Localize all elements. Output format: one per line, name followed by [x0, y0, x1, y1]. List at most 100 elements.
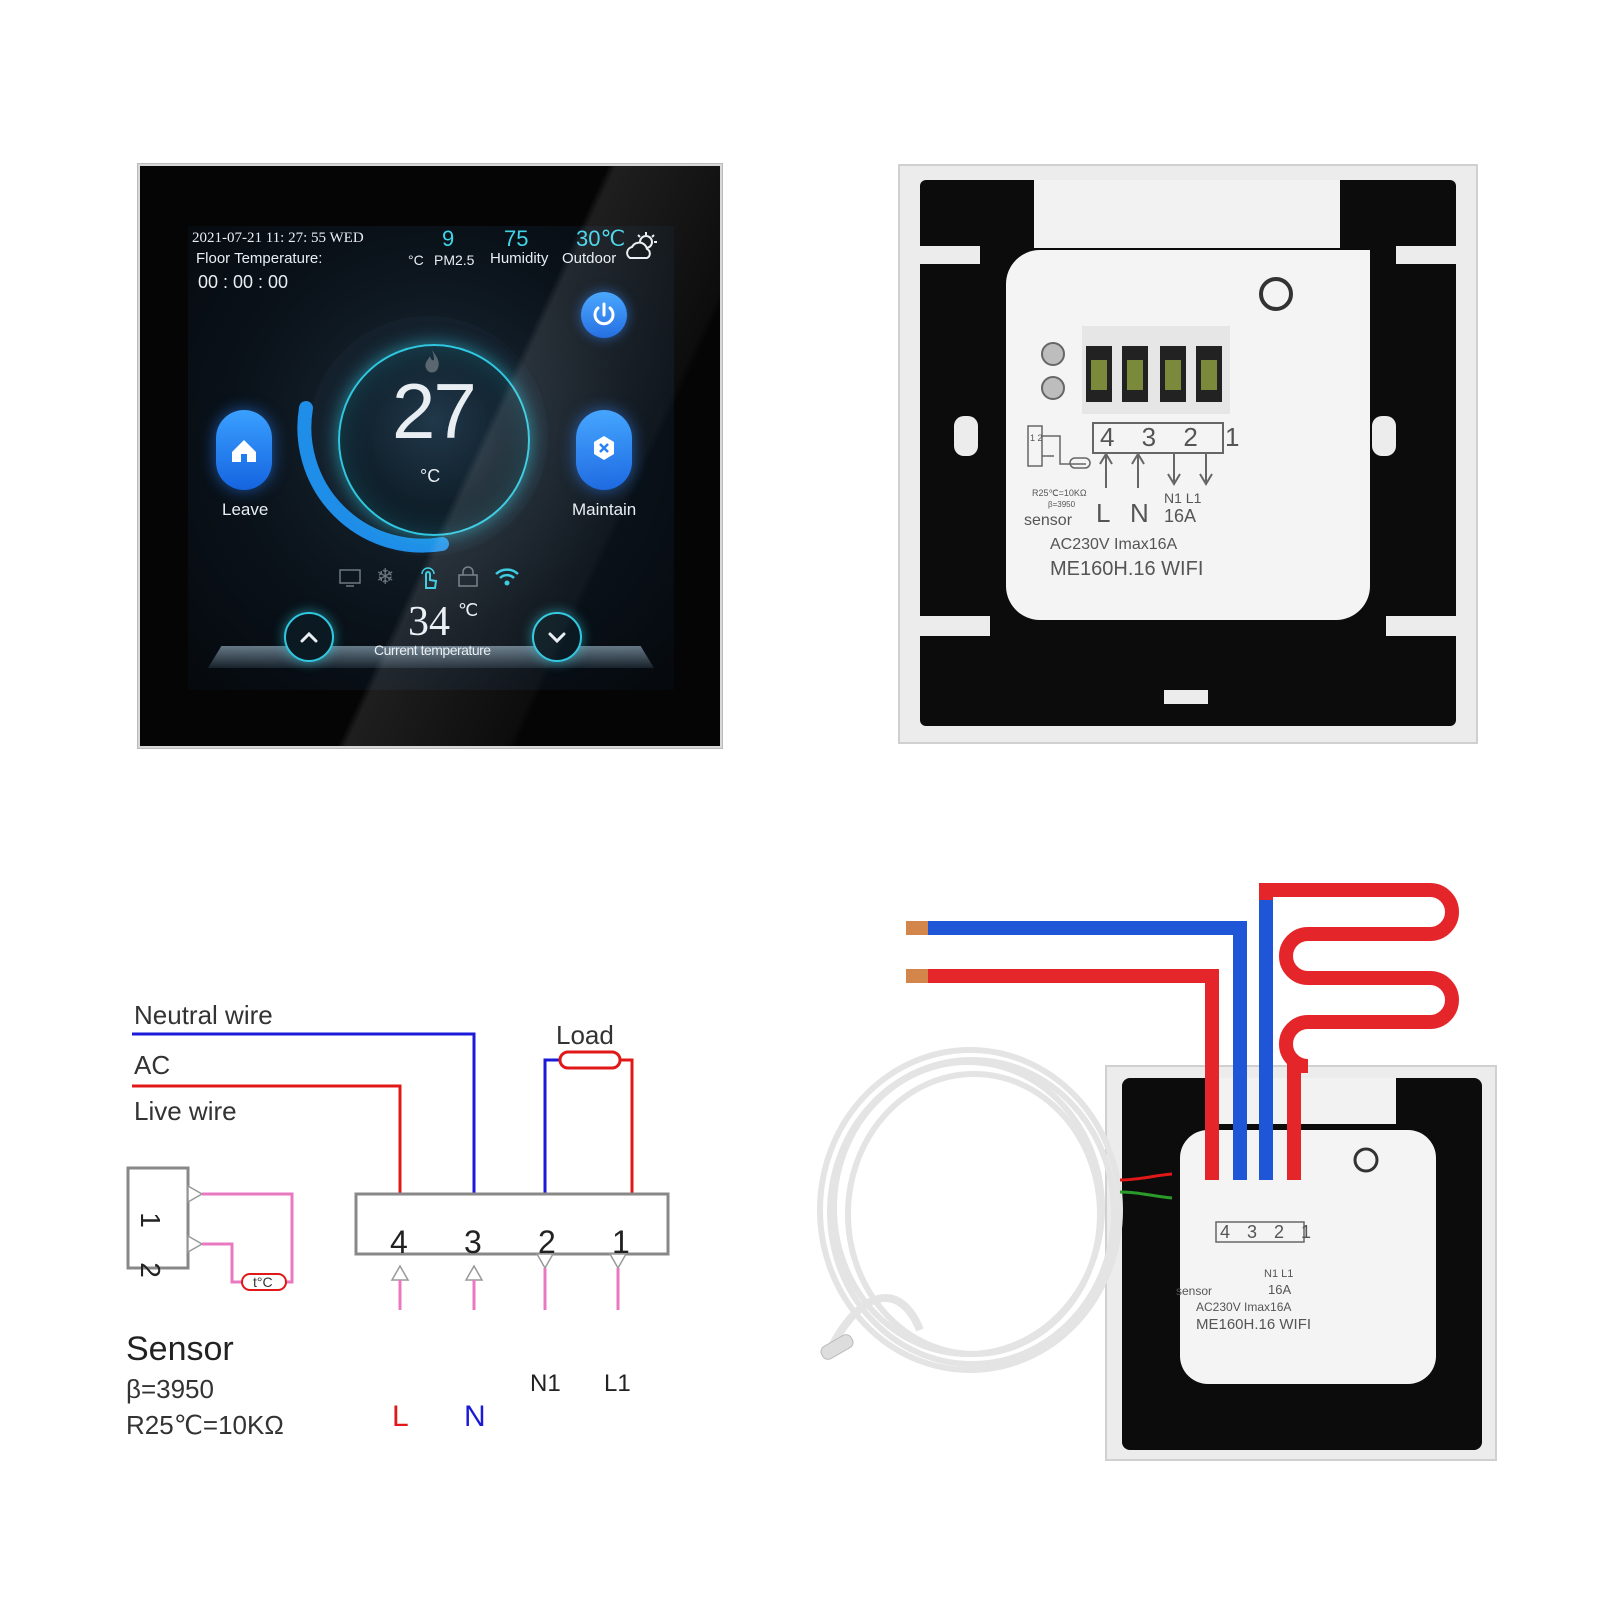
top-tab [1034, 180, 1340, 248]
flame-icon [425, 350, 439, 373]
screw-hole-icon [1259, 277, 1293, 311]
wiring-diagram [126, 1032, 670, 1310]
bottom-l1-label: L1 [604, 1370, 631, 1397]
power-button[interactable] [581, 292, 627, 338]
floor-temperature-label: Floor Temperature: [196, 250, 323, 267]
power-icon [593, 302, 615, 326]
input-arrow [390, 1264, 410, 1281]
terminal-3-label: 3 [464, 1224, 482, 1260]
live-wire [132, 1084, 402, 1194]
sensor-beta: β=3950 [126, 1374, 214, 1404]
pm25-label: PM2.5 [434, 252, 475, 268]
live-wire-label: Live wire [134, 1096, 237, 1126]
sensor-screws [1041, 342, 1065, 400]
sensor-spec-2: β=3950 [1048, 500, 1076, 509]
notch [920, 616, 990, 636]
temperature-arc[interactable] [294, 396, 454, 556]
notch [920, 246, 980, 264]
sensor-connector [126, 1166, 190, 1270]
load-label: Load [556, 1020, 614, 1050]
timer: 00 : 00 : 00 [198, 272, 289, 292]
bottom-n1-label: N1 [530, 1370, 561, 1397]
sensor-wire [202, 1192, 294, 1284]
set-temperature-unit: °C [420, 466, 441, 486]
neutral-wire-label: Neutral wire [134, 1000, 273, 1030]
module-corner [1226, 250, 1370, 330]
load-live-wire [620, 1058, 634, 1194]
terminal-1-label: 1 [612, 1224, 630, 1260]
load-neutral-wire [543, 1058, 560, 1194]
heating-load-wire [1259, 883, 1459, 1180]
mount-hole [954, 416, 978, 456]
current-temperature: 34 [408, 599, 450, 645]
installed-n1-l1-label: N1 L1 [1264, 1268, 1294, 1280]
sensor-spec-1: R25℃=10KΩ [1032, 488, 1087, 498]
n1-l1-label: N1 L1 [1164, 490, 1202, 506]
installed-model-number: ME160H.16 WIFI [1196, 1316, 1312, 1333]
sensor-pin-2-label: 2 [134, 1262, 166, 1278]
current-rating: 16A [1164, 506, 1197, 526]
bottom-l-label: L [392, 1400, 409, 1433]
input-arrow [464, 1264, 484, 1281]
sensor-pin-1-label: 1 [134, 1212, 166, 1228]
outdoor-value: 30℃ [576, 226, 626, 251]
chevron-down-icon [548, 632, 566, 644]
power-rating: AC230V Imax16A [1050, 536, 1178, 553]
terminal-4-label: 4 [390, 1224, 408, 1260]
installation-illustration [817, 883, 1497, 1461]
humidity-value: 75 [504, 226, 529, 251]
neutral-supply-wire [920, 921, 1247, 1180]
terminal-2-label: 2 [538, 1224, 556, 1260]
installed-sensor-label: sensor [1176, 1284, 1213, 1298]
leave-label: Leave [222, 500, 269, 519]
wifi-icon [495, 568, 519, 586]
datetime: 2021-07-21 11: 27: 55 WED [192, 230, 364, 246]
pm25-unit: °C [408, 252, 424, 268]
maintain-button[interactable] [576, 410, 632, 490]
chevron-up-icon [300, 631, 318, 643]
temperature-down-button[interactable] [532, 612, 582, 662]
sensor-pin-diagram [1027, 425, 1091, 469]
leave-button[interactable] [216, 410, 272, 490]
bottom-n-label: N [464, 1400, 486, 1433]
lock-icon [458, 566, 478, 587]
temperature-dial [338, 344, 530, 536]
pm25-value: 9 [442, 226, 455, 251]
temperature-up-button[interactable] [284, 612, 334, 662]
thermistor [241, 1273, 287, 1291]
live-supply-wire [920, 969, 1219, 1180]
maintain-icon [594, 436, 614, 460]
display-icon [339, 569, 361, 587]
installed-current-rating: 16A [1268, 1282, 1292, 1297]
touch-icon [421, 567, 438, 589]
terminal-numbers: 4 3 2 1 [1100, 422, 1250, 452]
thermostat-back-panel: 4 3 2 1 1 2 R25℃=10KΩ β=3950 sensor L N … [898, 164, 1478, 744]
mount-hole [1372, 416, 1396, 456]
home-icon [232, 440, 256, 462]
notch [1396, 246, 1456, 264]
outdoor-label: Outdoor [562, 250, 617, 267]
sensor-title: Sensor [126, 1330, 234, 1368]
sensor-pin-numbers: 1 2 [1030, 433, 1043, 443]
thermostat-front-panel: 2021-07-21 11: 27: 55 WED Floor Temperat… [138, 164, 722, 748]
bottom-slot [1164, 690, 1208, 704]
sensor-label: sensor [1024, 512, 1073, 529]
terminal-strip [354, 1192, 670, 1256]
output-arrow [608, 1253, 628, 1270]
snowflake-icon: ❄ [376, 564, 395, 589]
maintain-label: Maintain [572, 500, 637, 519]
thermostat-screen: 2021-07-21 11: 27: 55 WED Floor Temperat… [188, 226, 674, 690]
model-number: ME160H.16 WIFI [1050, 558, 1204, 580]
neutral-wire [132, 1032, 476, 1194]
partly-cloudy-icon [626, 232, 657, 259]
installed-module [1180, 1130, 1436, 1384]
current-temperature-label: Current temperature [374, 642, 491, 658]
ac-label: AC [134, 1050, 171, 1080]
set-temperature: 27 [392, 367, 477, 455]
terminal-arrows [1099, 452, 1213, 488]
n-label: N [1130, 498, 1149, 528]
installed-power-rating: AC230V Imax16A [1196, 1300, 1292, 1314]
notch [1386, 616, 1456, 636]
thermistor-label: t°C [253, 1274, 273, 1290]
terminal-number-box [1092, 422, 1224, 454]
